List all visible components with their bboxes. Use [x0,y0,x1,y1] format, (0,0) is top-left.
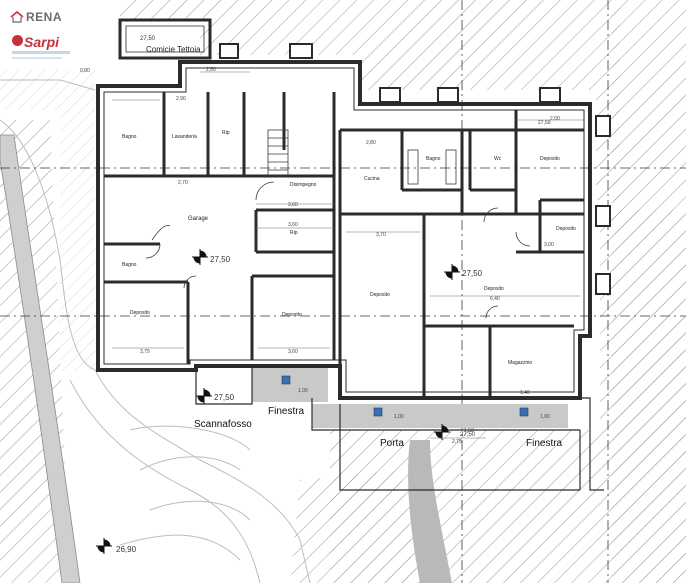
label-deposito-bl: Deposito [130,310,150,316]
roof-vents [219,43,611,295]
opening-markers [281,375,529,417]
elevation-e7: 27,50 [538,120,551,126]
dim-3-60b: 3,60 [288,222,298,228]
label-garage: Garage [188,216,209,222]
dim-3-70: 3,70 [376,232,386,238]
elevation-e6: 27,50 [460,432,476,438]
elevation-e1: 27,50 [210,255,231,264]
dim-1-00b: 1,00 [394,414,404,420]
dim-2-90: 2,90 [176,96,186,102]
label-wc: Wc [494,156,502,162]
label-bagno: Bagno [122,134,137,140]
driveway-strip [0,134,452,583]
ground-contours [0,79,311,583]
logo-sarpi-text: Sarpi [24,34,60,50]
label-disimpegno: Disimpegno [290,182,317,188]
dim-1-50: 1,50 [464,428,474,434]
logo-underline [12,51,70,54]
label-magazzino: Magazzino [508,360,532,366]
dim-1-40: 1,40 [520,390,530,396]
label-deposito-right2: Deposito [556,226,576,232]
stairs [267,129,457,185]
dim-3-60c: 3,60 [288,349,298,355]
dim-2-00: 2,00 [550,116,560,122]
elevation-e4: 26,90 [116,545,137,554]
elevation-e2: 27,50 [462,269,483,278]
dim-1-00c: 1,00 [540,414,550,420]
dimension-lines [112,71,584,439]
label-finestra-right: Finestra [526,438,563,449]
dim-2-80: 2,80 [366,140,376,146]
scannafosso-walls [195,366,604,491]
label-bagno-2: Lavanderia [172,134,197,140]
label-deposito-top: Deposito [540,156,560,162]
label-deposito-central: Deposito [370,292,390,298]
dim-6-40: 6,40 [490,296,500,302]
label-finestra-left: Finestra [268,406,305,417]
label-deposito-bm: Deposito [282,312,302,318]
label-porta: Porta [380,438,404,449]
dim-3-75: 3,75 [140,349,150,355]
label-scannafosso: Scannafosso [194,419,252,430]
label-rip-2: Rip [290,230,298,236]
dim-0-80: 0,80 [80,68,90,74]
label-cucina: Cucina [364,176,380,182]
interior-walls [104,92,584,398]
label-rip: Rip [222,130,230,136]
elevation-e5: 27,50 [140,36,156,42]
door-swings [145,181,531,319]
logo-rena-text: RENA [26,10,63,24]
frontage-band [252,366,568,428]
dim-2-70: 2,70 [178,180,188,186]
logo-underline-2 [12,57,62,59]
house-logo-icon [10,11,24,23]
dim-3-60a: 3,60 [288,202,298,208]
dim-3-00: 3,00 [544,242,554,248]
dim-2-50: 2,50 [206,67,216,73]
dim-1-00a: 1,00 [298,388,308,394]
elevation-e3: 27,50 [214,393,235,402]
label-deposito-right: Deposito [484,286,504,292]
label-cornice: Comicie Tettoia [146,45,201,54]
label-bagno-center: Bagno [426,156,441,162]
agency-logo: RENA Sarpi [10,9,74,61]
label-bagno-left: Bagno [122,262,137,268]
logo-dot-icon [12,35,23,46]
dim-2-75: 2,75 [452,439,462,445]
